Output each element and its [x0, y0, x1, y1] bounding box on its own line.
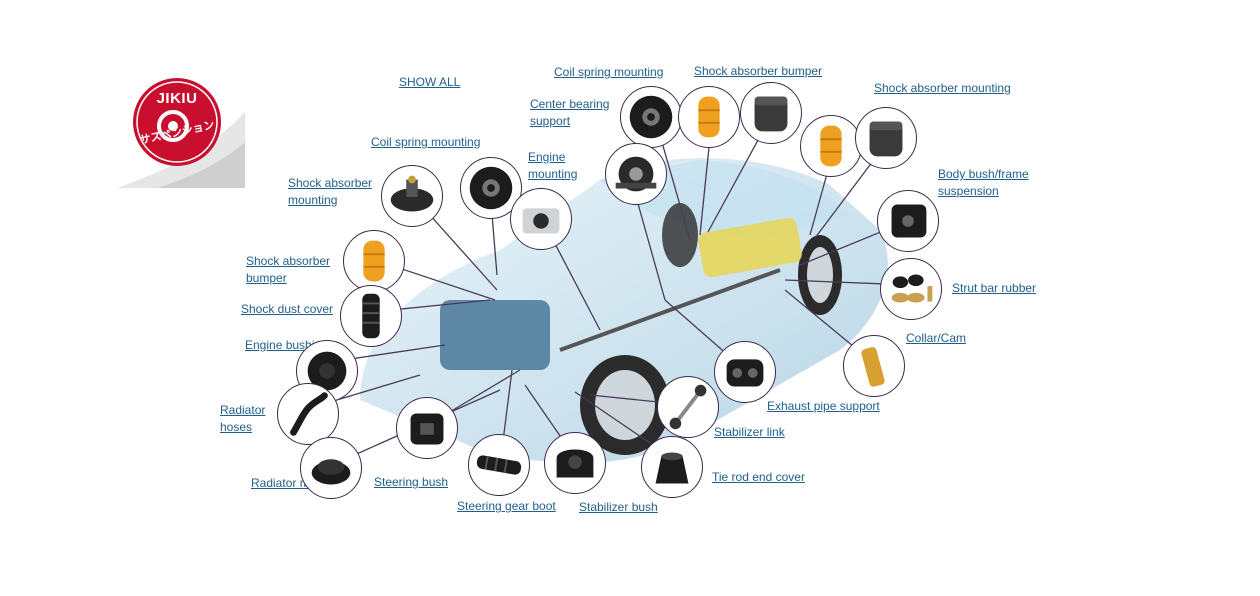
bumper-stop-icon	[698, 96, 720, 138]
label-shock-dust-cover[interactable]: Shock dust cover	[241, 302, 334, 316]
label-shock-absorber-mounting-rear[interactable]: Shock absorber mounting	[874, 81, 1011, 95]
part-shock-absorber-bumper-front[interactable]	[343, 230, 405, 292]
label-body-bush-frame-suspension[interactable]: Body bush/frame suspension	[938, 167, 1029, 198]
part-collar-cam[interactable]	[843, 335, 905, 397]
strut-bar-rubber-icon	[891, 274, 933, 303]
label-steering-bush[interactable]: Steering bush	[374, 475, 449, 489]
engine-mount-icon	[522, 208, 560, 234]
dust-cover-icon	[362, 293, 380, 339]
radiator-mount-icon	[311, 459, 351, 485]
part-shock-absorber-bumper-rear[interactable]	[678, 86, 740, 148]
engine-bushing-icon	[307, 351, 347, 391]
label-shock-absorber-bumper-rear[interactable]: Shock absorber bumper	[694, 64, 823, 78]
part-steering-bush[interactable]	[396, 397, 458, 459]
jikiu-logo: JIKIU サスペンション	[117, 72, 245, 188]
rear-left-wheel	[662, 203, 698, 267]
fuel-tank	[698, 217, 802, 278]
label-shock-absorber-mounting-front[interactable]: Shock absorber mounting	[288, 176, 373, 207]
part-steering-gear-boot[interactable]	[468, 434, 530, 496]
coil-spring-mount-icon	[629, 95, 673, 139]
label-collar-cam[interactable]: Collar/Cam	[906, 331, 967, 345]
rear-wheel	[798, 235, 842, 315]
logo-wordmark: JIKIU	[156, 90, 198, 107]
logo-icon	[117, 78, 245, 188]
strut-mount-icon	[390, 175, 434, 212]
steering-bush-icon	[410, 413, 444, 445]
label-radiator-hoses[interactable]: Radiator hoses	[220, 403, 266, 434]
rubber-bush-icon	[869, 121, 903, 157]
part-radiator-hoses[interactable]	[277, 383, 339, 445]
part-coil-spring-mounting-rear[interactable]	[620, 86, 682, 148]
part-tie-rod-end-cover[interactable]	[641, 436, 703, 498]
show-all-link[interactable]: SHOW ALL	[399, 75, 461, 89]
label-coil-spring-mounting-rear[interactable]: Coil spring mounting	[554, 65, 664, 79]
part-shock-absorber-mounting-rear[interactable]	[740, 82, 802, 144]
label-tie-rod-end-cover[interactable]: Tie rod end cover	[712, 470, 805, 484]
label-stabilizer-link[interactable]: Stabilizer link	[714, 425, 785, 439]
exhaust-hanger-icon	[726, 359, 764, 387]
part-stabilizer-link[interactable]	[657, 376, 719, 438]
label-stabilizer-bush[interactable]: Stabilizer bush	[579, 500, 658, 514]
part-shock-absorber-bumper-mid[interactable]	[800, 115, 862, 177]
radiator-hose-icon	[290, 392, 328, 436]
bumper-stop-icon	[363, 240, 385, 282]
part-center-bearing-support[interactable]	[605, 143, 667, 205]
engine-block	[440, 300, 550, 370]
part-strut-bar-rubber[interactable]	[880, 258, 942, 320]
label-shock-absorber-bumper-front[interactable]: Shock absorber bumper	[246, 254, 331, 285]
part-body-bush-frame-suspension[interactable]	[877, 190, 939, 252]
rubber-bush-icon	[754, 96, 788, 132]
stabilizer-bush-icon	[556, 449, 594, 478]
stabilizer-link-icon	[669, 384, 707, 430]
part-shock-dust-cover[interactable]	[340, 285, 402, 347]
part-stabilizer-bush[interactable]	[544, 432, 606, 494]
label-strut-bar-rubber[interactable]: Strut bar rubber	[952, 281, 1037, 295]
part-exhaust-pipe-support[interactable]	[714, 341, 776, 403]
center-bearing-icon	[615, 156, 657, 192]
steering-boot-icon	[476, 455, 522, 475]
part-radiator-mounting[interactable]	[300, 437, 362, 499]
bumper-stop-icon	[820, 125, 842, 167]
label-center-bearing-support[interactable]: Center bearing support	[530, 97, 610, 128]
coil-spring-mount-icon	[469, 166, 513, 210]
body-bush-icon	[891, 204, 927, 238]
collar-icon	[861, 347, 885, 387]
part-shock-absorber-mounting-rear-2[interactable]	[855, 107, 917, 169]
label-coil-spring-mounting-front[interactable]: Coil spring mounting	[371, 135, 481, 149]
part-shock-absorber-mounting-front[interactable]	[381, 165, 443, 227]
label-exhaust-pipe-support[interactable]: Exhaust pipe support	[767, 399, 880, 413]
label-steering-gear-boot[interactable]: Steering gear boot	[457, 499, 556, 513]
label-engine-mounting[interactable]: Engine mounting	[528, 150, 578, 181]
part-engine-mounting[interactable]	[510, 188, 572, 250]
tie-rod-cover-icon	[655, 452, 689, 484]
